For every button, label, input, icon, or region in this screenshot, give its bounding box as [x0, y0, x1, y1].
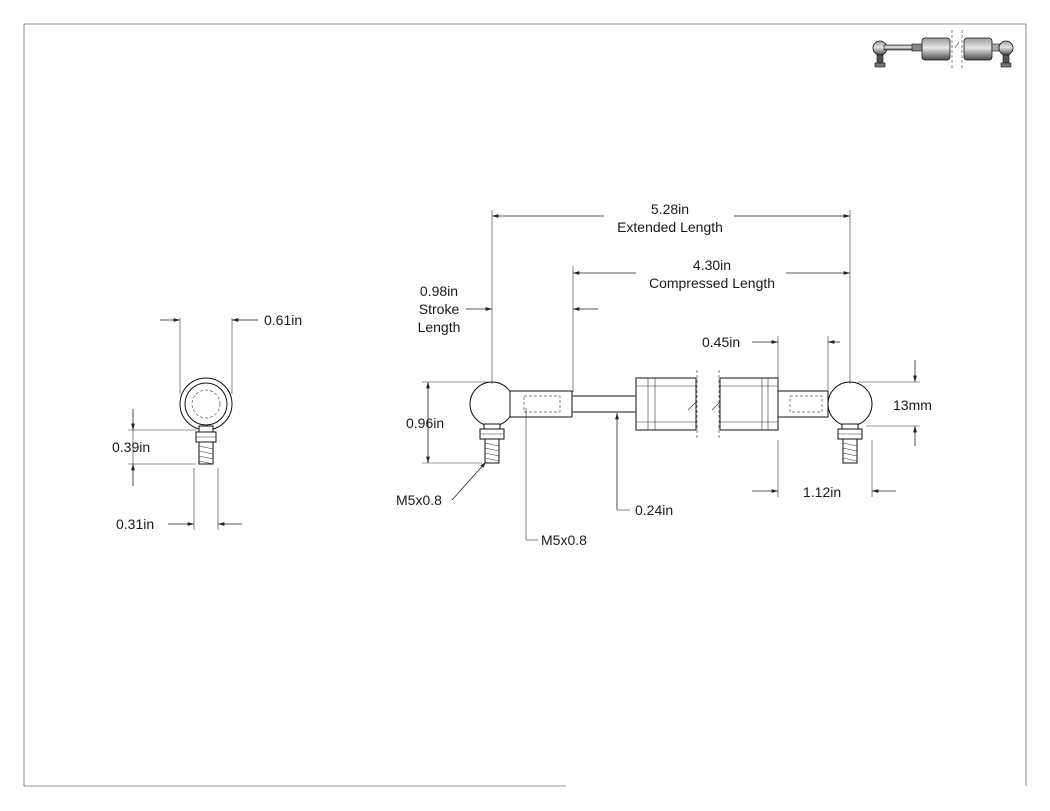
piston-rod	[571, 395, 639, 413]
cylinder-body-right	[719, 377, 779, 431]
end-fitting-width-label: 0.45in	[702, 334, 740, 350]
dim-ball-diameter: 13mm	[858, 360, 932, 446]
extended-length-caption: Extended Length	[617, 219, 723, 235]
dim-fitting-length: 1.12in	[752, 440, 896, 500]
compressed-length-caption: Compressed Length	[649, 275, 775, 291]
dim-side-stud: 0.31in	[116, 468, 242, 532]
rod-diameter-label: 0.24in	[635, 502, 673, 518]
side-view-ball-fitting	[179, 377, 233, 465]
side-stud-label: 0.31in	[116, 516, 154, 532]
side-view: 0.61in 0.39in 0.31in	[112, 312, 302, 532]
ball-height-label: 0.96in	[406, 415, 444, 431]
sheet-border	[23, 23, 1027, 787]
thread-left-label: M5x0.8	[396, 492, 442, 508]
stroke-length-value: 0.98in	[420, 283, 458, 299]
side-width-label: 0.61in	[264, 312, 302, 328]
compressed-length-value: 4.30in	[693, 257, 731, 273]
dim-stroke-length: 0.98in Stroke Length	[418, 283, 598, 335]
break-marks	[687, 370, 721, 440]
leader-thread-left: M5x0.8	[396, 461, 487, 508]
dim-compressed-length: 4.30in Compressed Length	[572, 257, 850, 392]
dim-end-fitting-width: 0.45in	[702, 334, 840, 390]
ball-diameter-label: 13mm	[893, 397, 932, 413]
leader-thread-socket: M5x0.8	[525, 408, 587, 548]
dim-side-width: 0.61in	[160, 312, 302, 394]
stroke-length-caption-1: Stroke	[419, 301, 460, 317]
side-height-label: 0.39in	[112, 439, 150, 455]
thread-socket-label: M5x0.8	[541, 532, 587, 548]
dim-side-height: 0.39in	[112, 409, 196, 486]
left-ball-fitting	[469, 381, 573, 464]
dim-extended-length: 5.28in Extended Length	[491, 201, 851, 384]
extended-length-value: 5.28in	[651, 201, 689, 217]
front-view: 5.28in Extended Length 4.30in Compressed…	[396, 201, 932, 548]
cylinder-body-left	[635, 377, 697, 431]
thumbnail-isometric	[872, 30, 1014, 70]
fitting-length-label: 1.12in	[803, 484, 841, 500]
dim-ball-height: 0.96in	[406, 381, 488, 464]
right-ball-fitting	[777, 381, 873, 464]
stroke-length-caption-2: Length	[418, 319, 461, 335]
leader-rod-diameter: 0.24in	[615, 413, 673, 518]
